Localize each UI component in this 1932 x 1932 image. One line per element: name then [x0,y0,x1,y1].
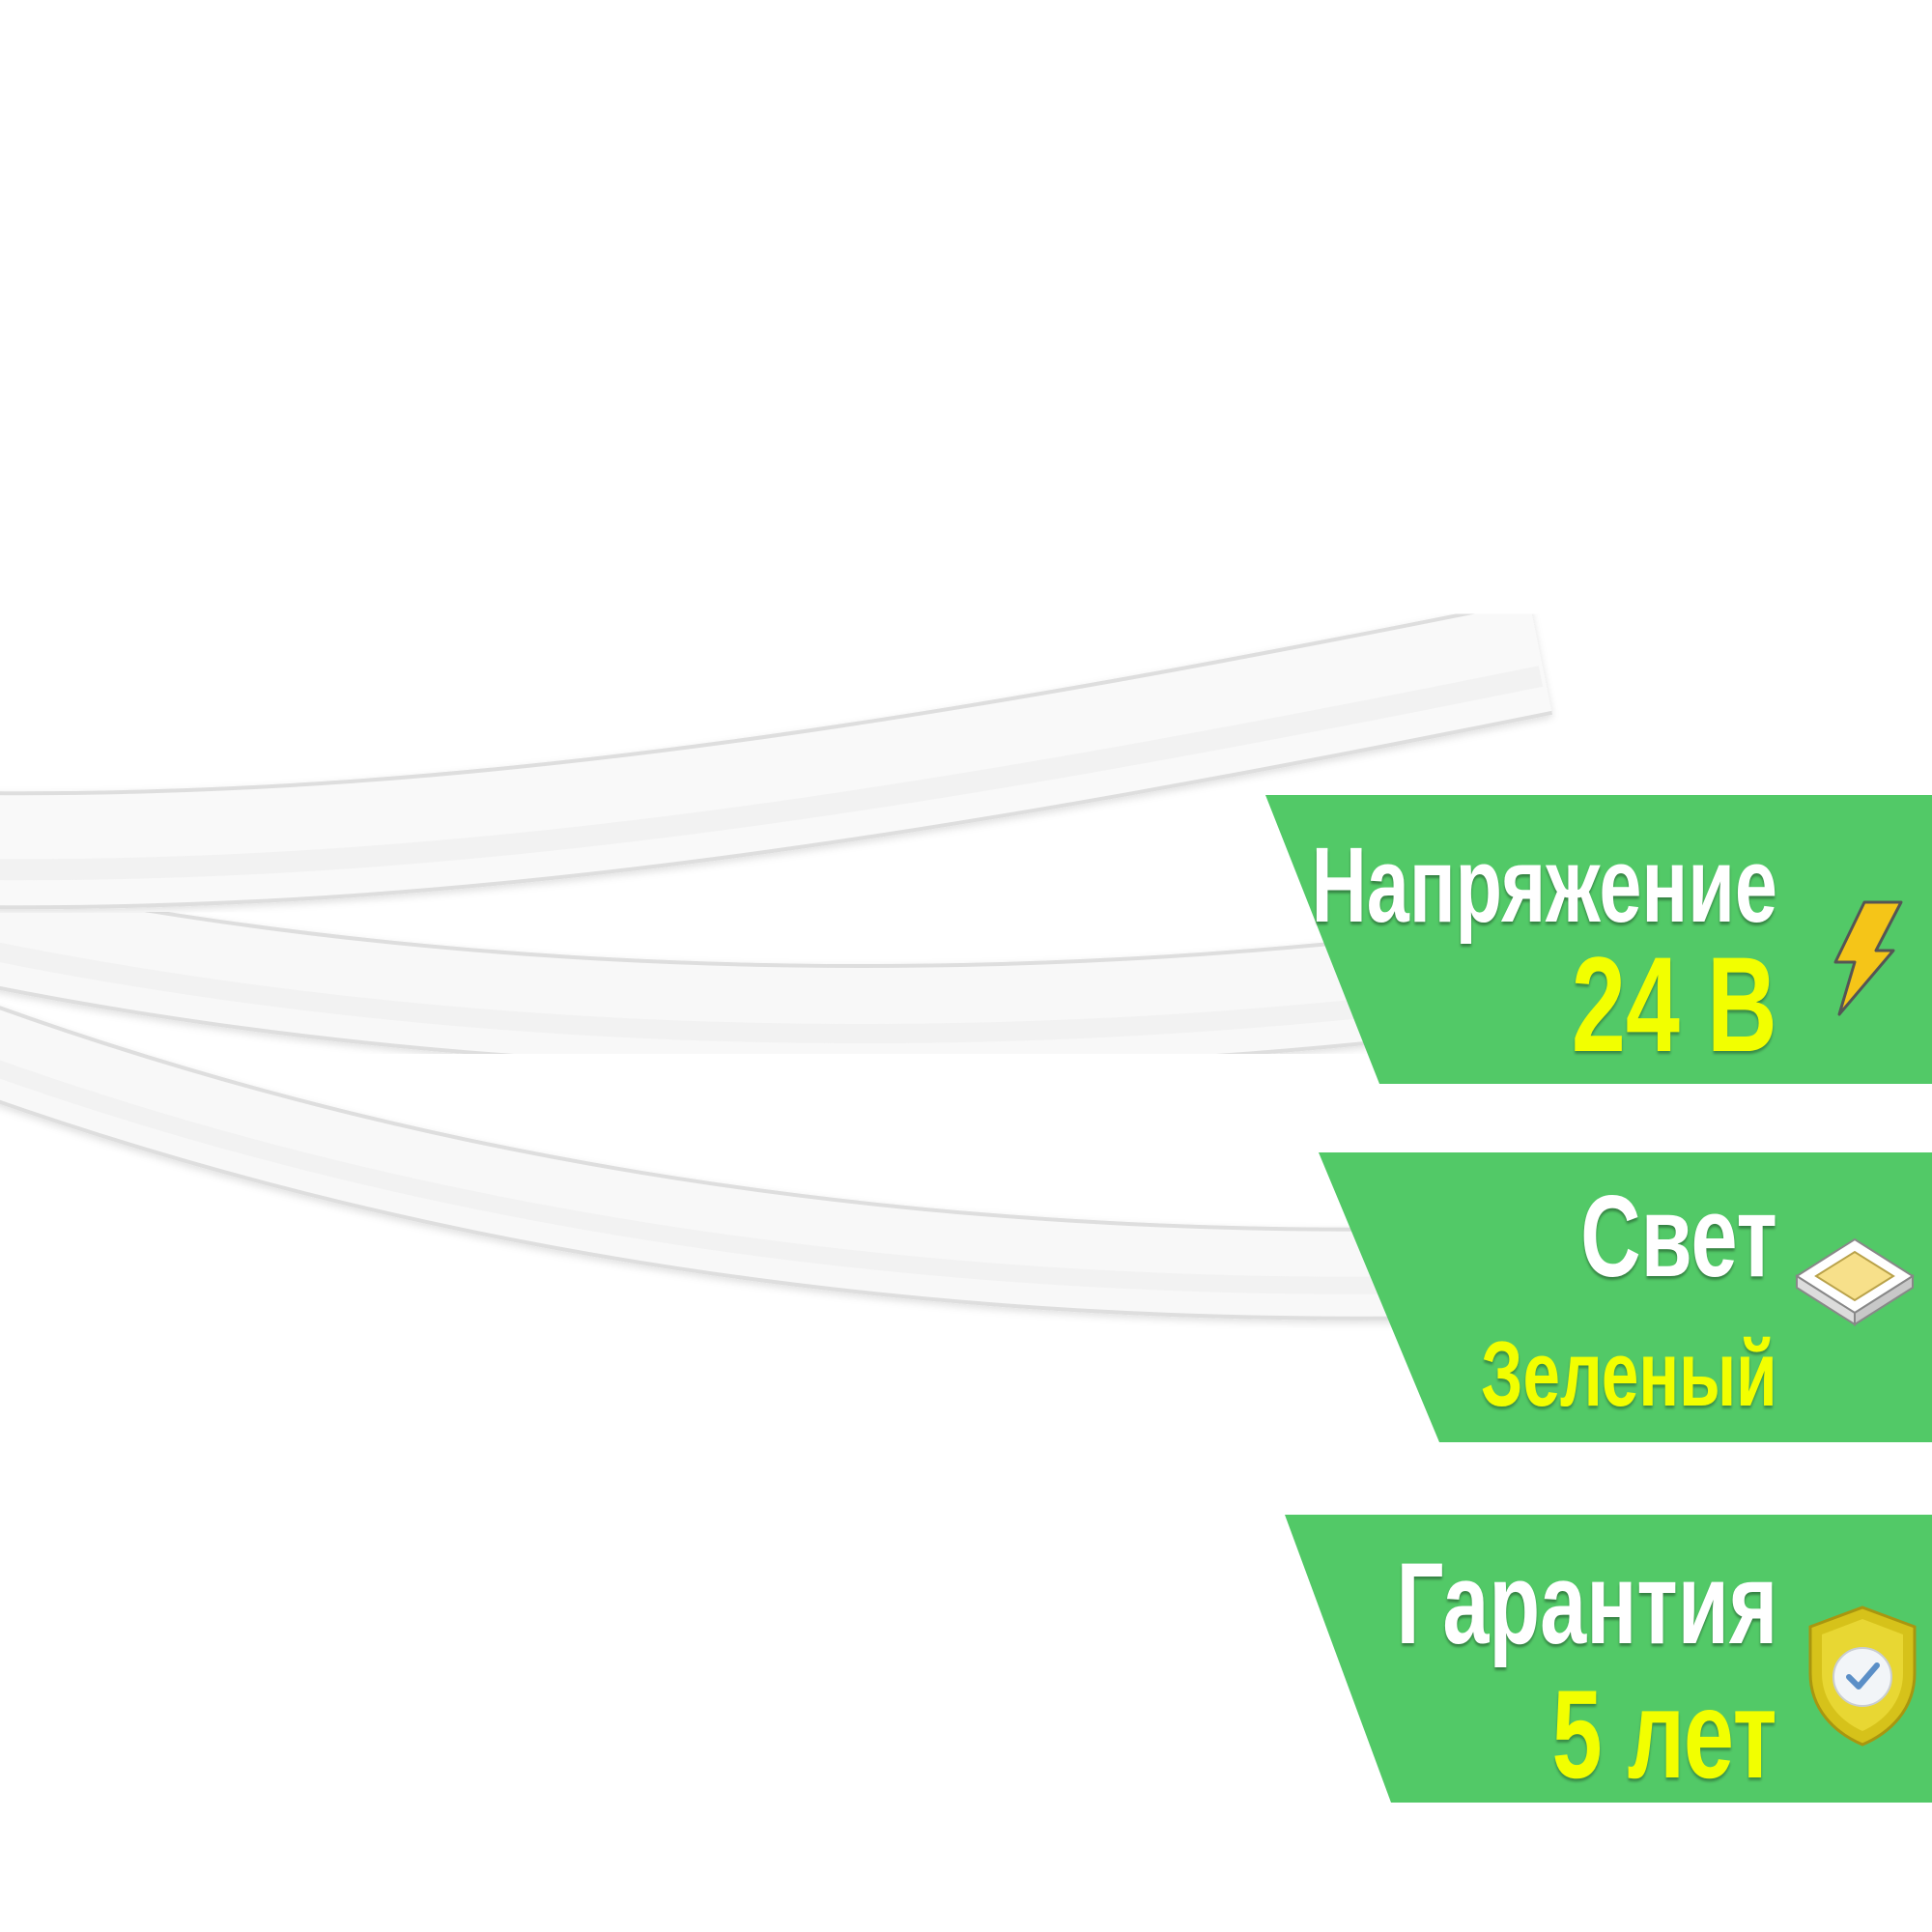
smd-led-chip-icon [1795,1237,1915,1326]
badge-voltage-value: 24 В [1572,928,1777,1080]
shield-check-icon [1808,1605,1917,1747]
badge-voltage-label: Напряжение [1311,826,1777,945]
lightning-icon [1833,900,1903,1016]
badge-light-value: Зеленый [1481,1322,1777,1426]
tube-bottom [0,1006,1450,1321]
badge-warranty-label: Гарантия [1396,1539,1777,1668]
badge-light-label: Свет [1580,1172,1777,1301]
tube-middle [0,881,1387,1070]
badge-warranty-value: 5 лет [1552,1663,1777,1804]
tube-top [0,599,1553,910]
